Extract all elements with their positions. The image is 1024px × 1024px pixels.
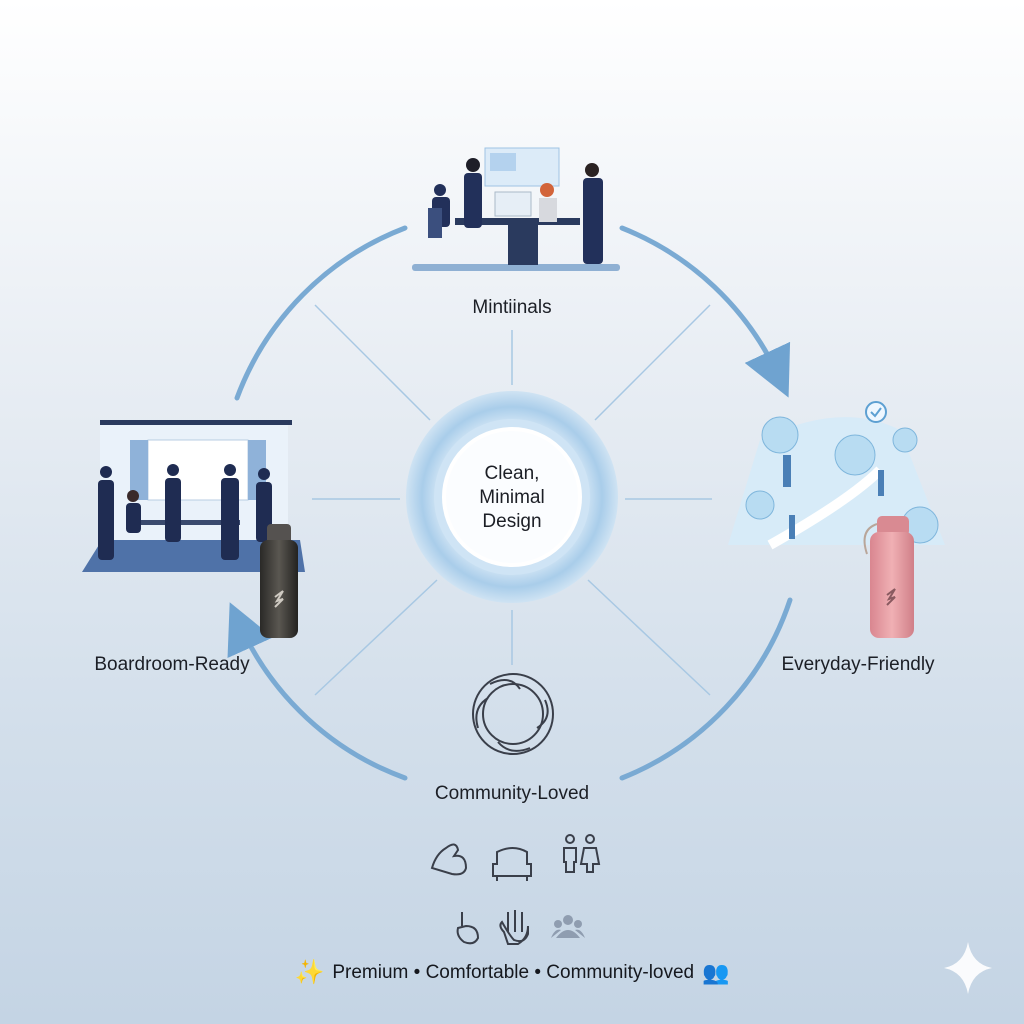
arc-top-right: [619, 225, 791, 398]
arc-bottom-right: [619, 597, 793, 781]
cycle-arcs: [227, 225, 793, 781]
arc-top-left: [234, 225, 408, 401]
people-group-icon: 👥: [702, 959, 730, 985]
center-line-3: Design: [482, 511, 542, 532]
label-community-loved: Community-Loved: [434, 783, 590, 804]
icon-row-1: [430, 834, 601, 881]
muscle-arm-icon: [430, 843, 468, 876]
icon-row-2: [456, 910, 585, 945]
center-hub: [406, 391, 618, 603]
center-line-2: Minimal: [479, 487, 545, 508]
sparkles-icon: ✨: [294, 959, 325, 986]
ok-hand-icon: [456, 912, 480, 945]
footer-tagline: ✨ Premium • Comfortable • Community-love…: [294, 958, 729, 987]
center-line-1: Clean,: [484, 463, 540, 484]
label-everyday-friendly: Everyday-Friendly: [781, 654, 935, 675]
outdoor-illustration: [728, 401, 945, 550]
label-boardroom-ready: Boardroom-Ready: [94, 654, 250, 675]
people-pair-icon: [563, 834, 601, 873]
armchair-icon: [492, 847, 532, 881]
label-minimal: Mintiinals: [472, 297, 552, 318]
spokes: [312, 304, 712, 696]
corner-sparkle-icon: [944, 942, 992, 994]
boardroom-illustration: [82, 420, 305, 572]
hands-circle-icon: [472, 673, 554, 755]
office-meeting-illustration: [412, 147, 620, 271]
dark-bottle-image: [260, 524, 298, 638]
arc-bottom-left: [227, 602, 408, 781]
raised-hand-icon: [499, 910, 529, 945]
group-icon: [551, 915, 585, 938]
center-title: Clean, Minimal Design: [479, 462, 544, 534]
tagline-text: Premium • Comfortable • Community-loved: [332, 961, 695, 983]
pink-bottle-image: [863, 516, 914, 638]
